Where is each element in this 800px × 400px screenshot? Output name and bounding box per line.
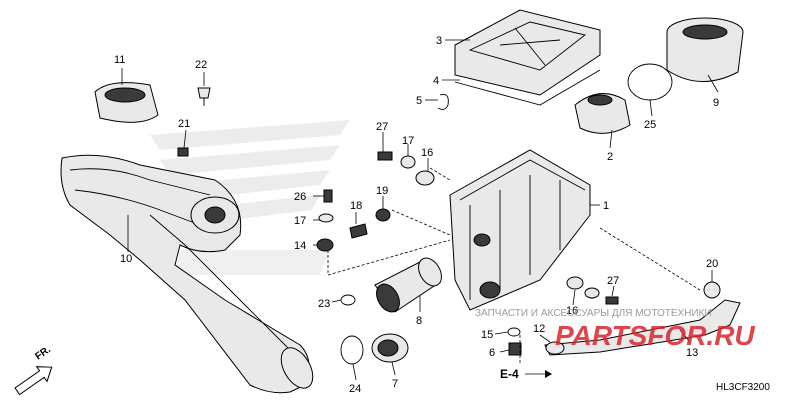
callout-23: 23 <box>318 298 330 310</box>
callout-27b: 27 <box>607 275 619 287</box>
part-9-element <box>666 17 744 82</box>
part-5-clip <box>437 94 449 110</box>
callout-18: 18 <box>350 200 362 212</box>
part-3-case-cover <box>454 9 601 96</box>
part-24-band <box>340 335 364 365</box>
callout-7: 7 <box>392 378 398 390</box>
callout-26: 26 <box>294 191 306 203</box>
watermark-caption: ЗАПЧАСТИ И АКСЕССУАРЫ ДЛЯ МОТОТЕХНИКИ <box>475 308 712 319</box>
reference-label: E-4 <box>500 367 519 381</box>
part-21-bolt <box>177 147 189 157</box>
part-13-drain-tube <box>544 299 741 356</box>
part-1-air-cleaner-case <box>449 149 591 311</box>
background-wing-watermark <box>150 120 350 275</box>
callout-17b: 17 <box>294 215 306 227</box>
callout-2: 2 <box>607 151 613 163</box>
callout-22: 22 <box>195 59 207 71</box>
front-direction-arrow-icon <box>14 366 53 396</box>
part-11-duct-cover <box>94 82 159 123</box>
part-23-clip <box>340 294 356 306</box>
watermark-brand: PARTSFOR.RU <box>555 320 755 351</box>
part-10-intake-duct <box>60 154 314 394</box>
callout-25: 25 <box>644 119 656 131</box>
callout-24: 24 <box>349 383 361 395</box>
callout-9: 9 <box>713 97 719 109</box>
callout-12: 12 <box>533 323 545 335</box>
callout-1: 1 <box>603 200 609 212</box>
part-4-gasket <box>454 69 601 106</box>
callout-3: 3 <box>436 35 442 47</box>
part-7-joint <box>371 333 409 363</box>
callout-21: 21 <box>178 118 190 130</box>
reference-arrow-icon <box>545 370 552 378</box>
callout-labels: 3 4 5 9 25 2 1 11 22 21 10 27 17 16 26 1… <box>114 35 719 395</box>
fastener-hardware <box>316 151 721 305</box>
callout-15: 15 <box>481 329 493 341</box>
callout-5: 5 <box>416 95 422 107</box>
callout-11: 11 <box>114 54 125 66</box>
callout-14: 14 <box>294 240 306 252</box>
callout-10: 10 <box>120 253 132 265</box>
callout-16b: 16 <box>566 305 578 317</box>
part-8-connecting-tube <box>374 257 442 313</box>
callout-27a: 27 <box>376 121 388 133</box>
callout-19: 19 <box>376 185 388 197</box>
part-15-clip <box>507 327 521 337</box>
callout-8: 8 <box>416 315 422 327</box>
diagram-code: HL3CF3200 <box>716 382 770 393</box>
callout-17a: 17 <box>402 135 414 147</box>
part-2-filter-element <box>574 93 631 134</box>
part-25-band <box>627 63 673 101</box>
part-6-drain-cap <box>508 342 522 356</box>
callout-4: 4 <box>433 75 439 87</box>
callout-13: 13 <box>686 347 698 359</box>
part-12-drain-plug <box>545 341 565 355</box>
leader-lines <box>121 39 719 381</box>
direction-label: FR. <box>33 344 53 362</box>
callout-6: 6 <box>489 347 495 359</box>
callout-20: 20 <box>706 258 718 270</box>
callout-16a: 16 <box>421 147 433 159</box>
part-22-screw <box>197 87 211 106</box>
